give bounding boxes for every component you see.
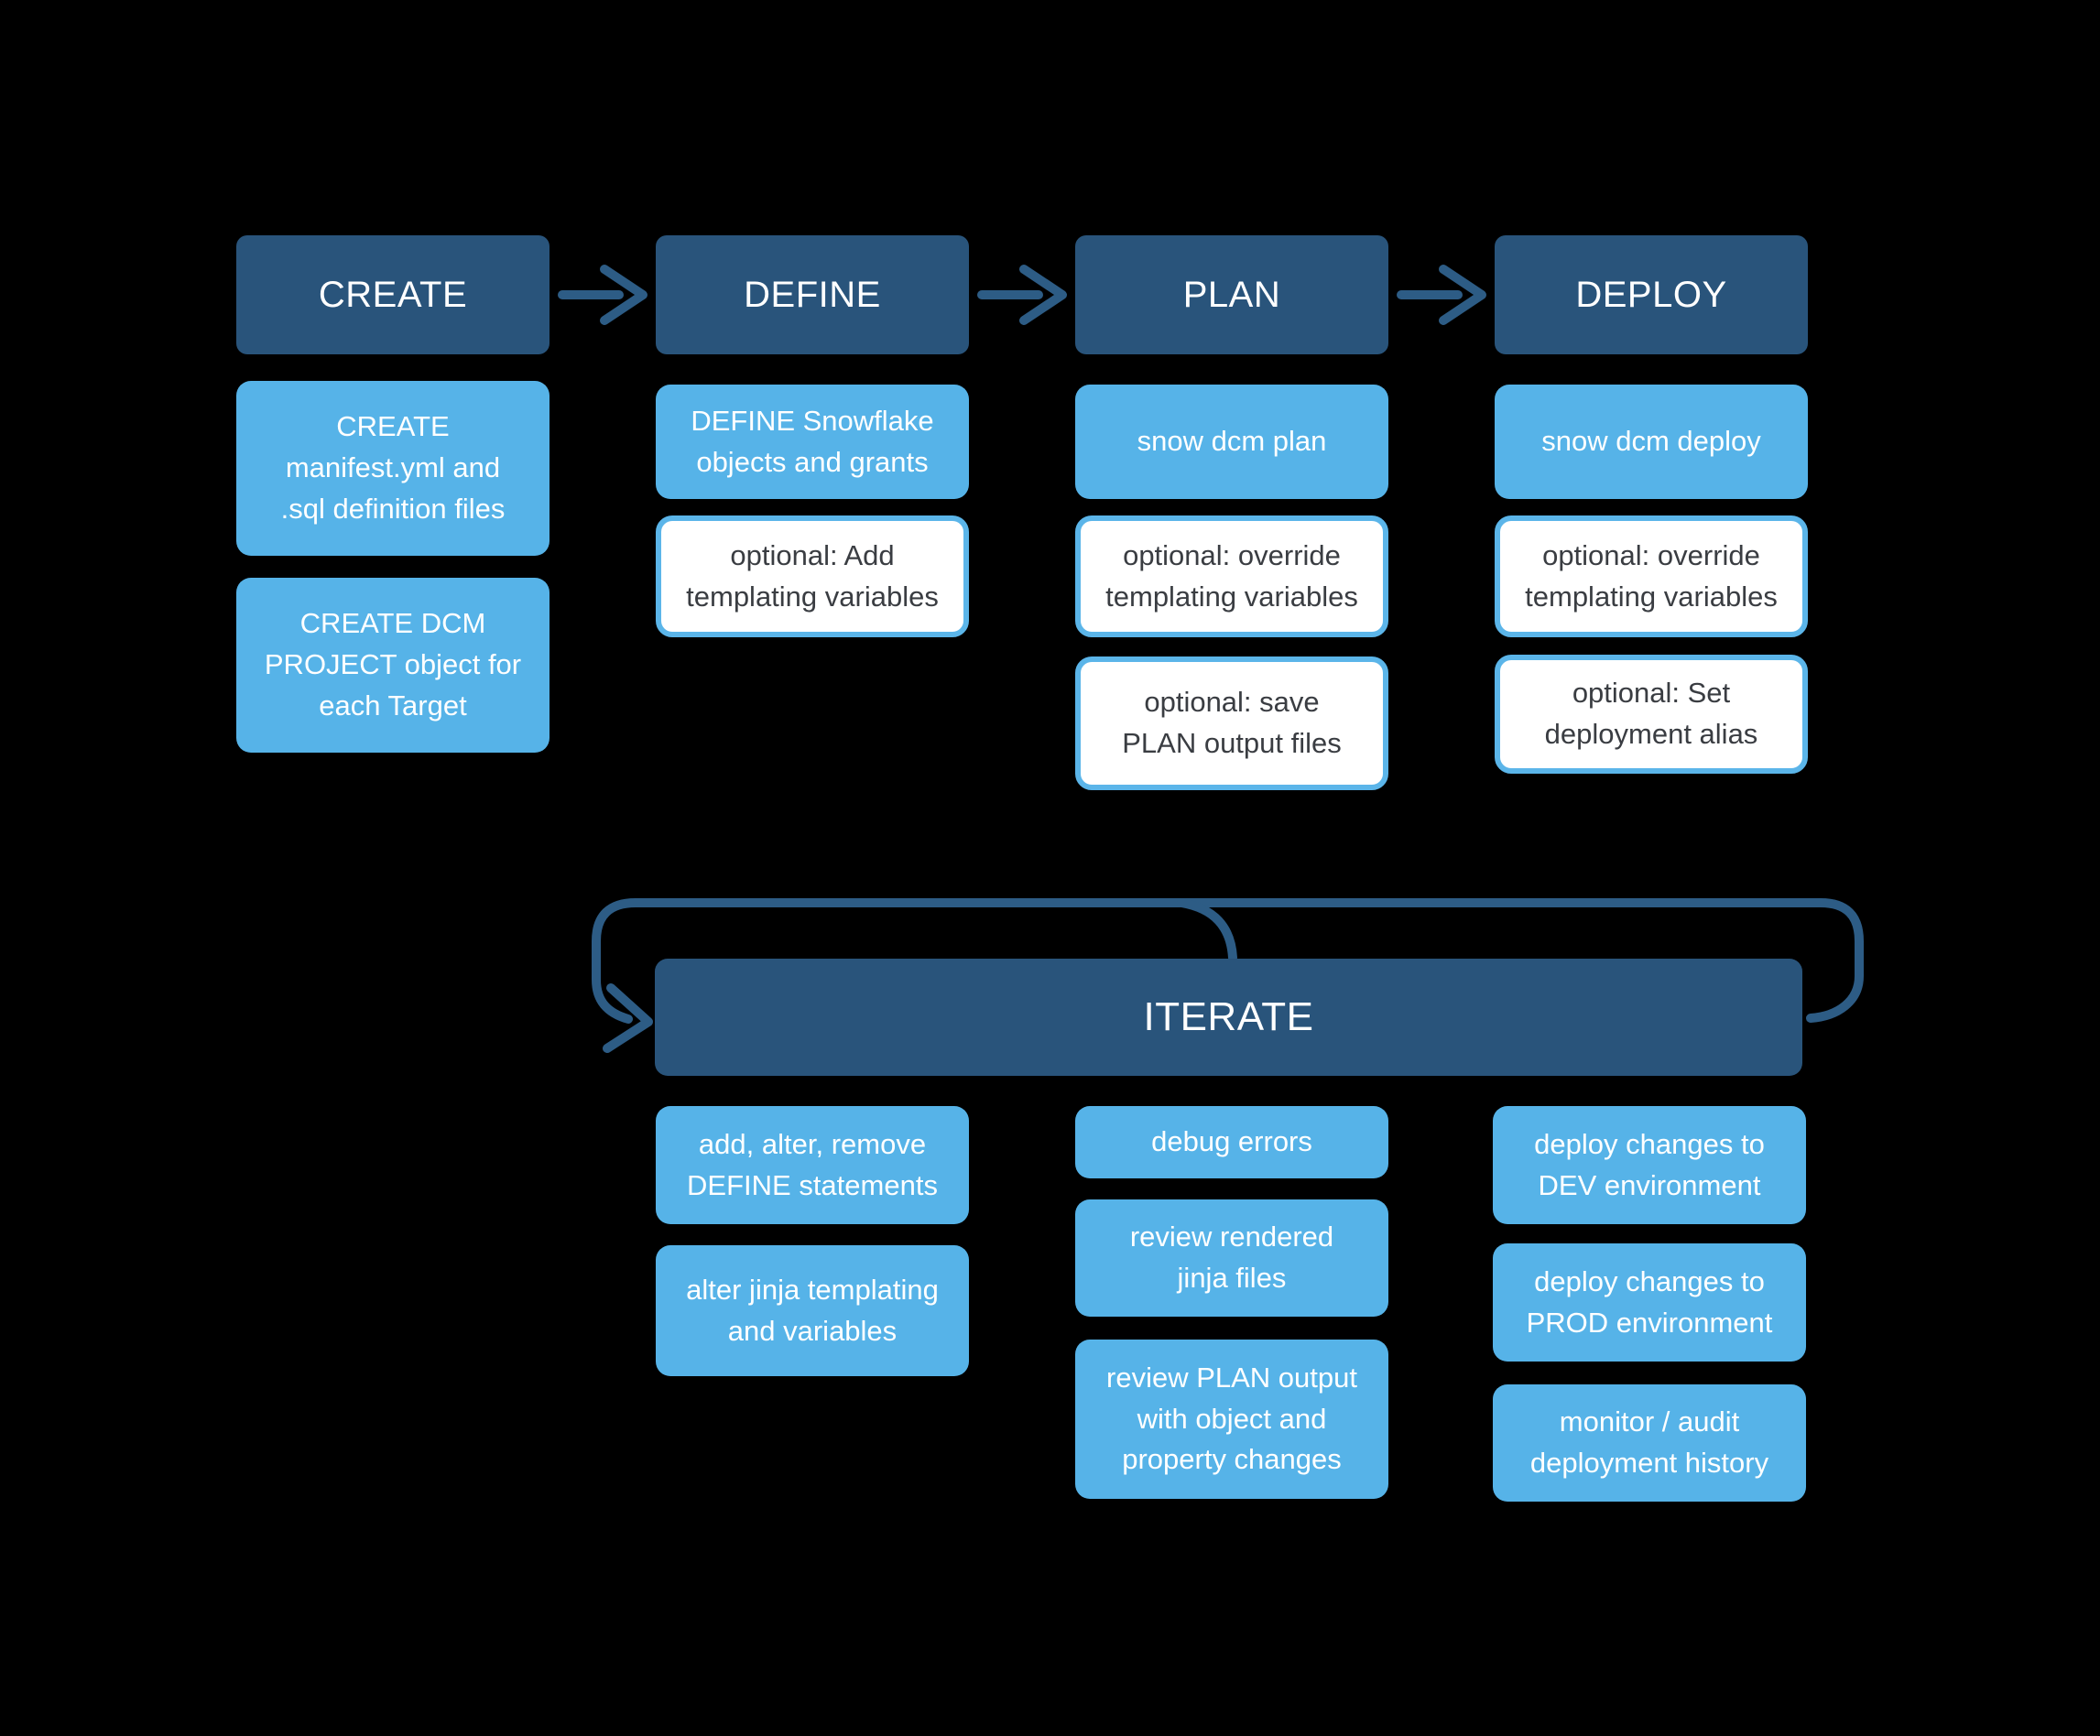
step-box: DEFINE Snowflake objects and grants [656, 385, 969, 499]
optional-step-box: optional: Add templating variables [656, 515, 969, 637]
step-box: CREATE DCM PROJECT object for each Targe… [236, 578, 549, 753]
iterate-step-box: deploy changes to PROD environment [1493, 1243, 1806, 1362]
optional-step-box: optional: override templating variables [1495, 515, 1808, 637]
step-box: snow dcm plan [1075, 385, 1388, 499]
iterate-step-box: alter jinja templating and variables [656, 1245, 969, 1376]
step-box: CREATE manifest.yml and .sql definition … [236, 381, 549, 556]
flow-arrow-icon [1397, 265, 1486, 325]
optional-step-box: optional: save PLAN output files [1075, 656, 1388, 790]
iterate-step-box: add, alter, remove DEFINE statements [656, 1106, 969, 1224]
iterate-step-box: monitor / audit deployment history [1493, 1384, 1806, 1502]
iterate-header: ITERATE [655, 959, 1802, 1076]
iterate-step-box: deploy changes to DEV environment [1493, 1106, 1806, 1224]
stage-header-create: CREATE [236, 235, 549, 354]
iterate-step-box: review PLAN output with object and prope… [1075, 1340, 1388, 1499]
flow-arrow-icon [977, 265, 1067, 325]
optional-step-box: optional: override templating variables [1075, 515, 1388, 637]
stage-header-plan: PLAN [1075, 235, 1388, 354]
iterate-step-box: review rendered jinja files [1075, 1199, 1388, 1317]
stage-header-define: DEFINE [656, 235, 969, 354]
optional-step-box: optional: Set deployment alias [1495, 655, 1808, 774]
flow-arrow-icon [558, 265, 647, 325]
iterate-step-box: debug errors [1075, 1106, 1388, 1178]
stage-header-deploy: DEPLOY [1495, 235, 1808, 354]
step-box: snow dcm deploy [1495, 385, 1808, 499]
